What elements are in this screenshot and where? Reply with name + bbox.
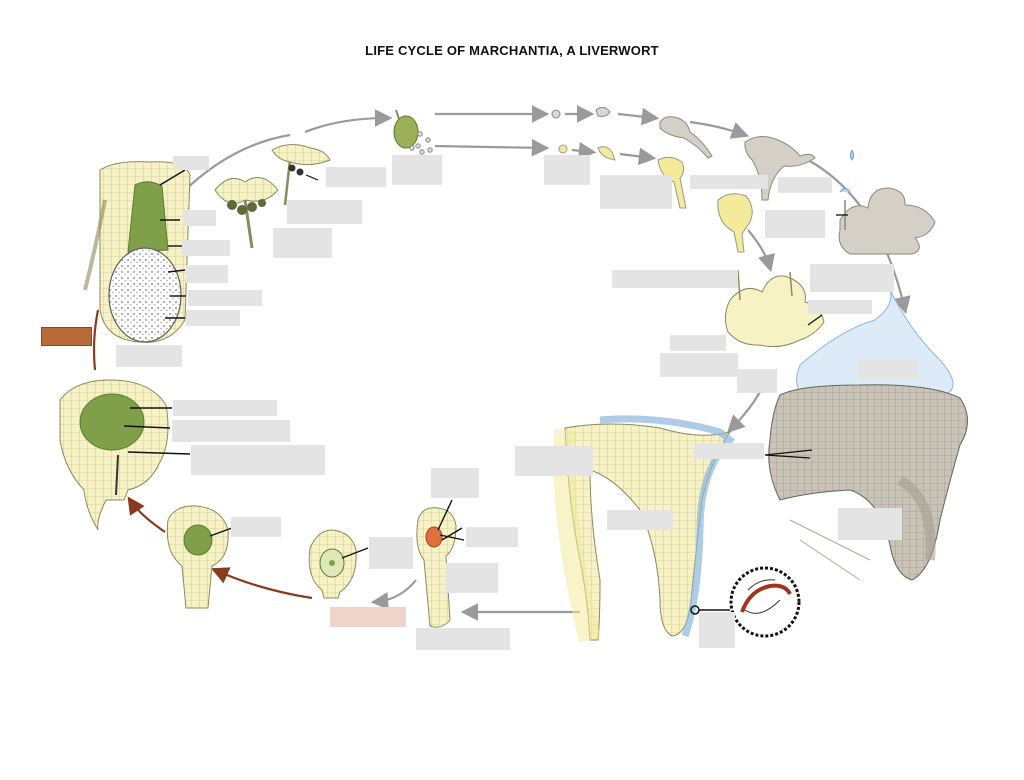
arrow-germ-4	[571, 141, 597, 160]
arrow-brown-1	[210, 567, 313, 600]
arrow-young-down	[747, 229, 775, 273]
label-box[interactable]	[172, 420, 290, 442]
sporophyte-with-capsule	[83, 161, 191, 343]
label-box[interactable]	[810, 264, 894, 292]
label-box[interactable]	[231, 517, 281, 537]
label-box[interactable]	[808, 300, 872, 314]
label-box[interactable]	[431, 468, 479, 498]
germinating-spores	[551, 106, 616, 161]
label-box[interactable]	[182, 240, 230, 256]
sperm	[729, 566, 801, 638]
label-box[interactable]	[392, 155, 442, 185]
label-box[interactable]	[273, 228, 332, 258]
spore-release	[393, 109, 433, 155]
label-box[interactable]	[612, 270, 738, 288]
label-box[interactable]	[694, 443, 764, 459]
label-box[interactable]	[670, 335, 726, 351]
label-box[interactable]	[690, 175, 768, 189]
arrow-germ-2	[617, 107, 660, 126]
archegonium-with-zygote	[416, 499, 465, 628]
label-box[interactable]	[765, 210, 825, 238]
arrow-top-outer	[304, 109, 393, 134]
label-box-highlighted[interactable]	[41, 327, 92, 346]
label-box[interactable]	[699, 612, 735, 648]
label-box[interactable]	[326, 167, 386, 187]
label-box[interactable]	[191, 445, 325, 475]
label-box[interactable]	[858, 360, 918, 380]
embryo-stages	[59, 379, 369, 609]
arrow-brown-3	[92, 309, 100, 371]
arrow-bottom-2	[370, 579, 417, 610]
label-box[interactable]	[607, 510, 673, 530]
arrow-germ-3	[689, 120, 750, 139]
arrow-brown-2	[127, 496, 166, 533]
label-box[interactable]	[544, 155, 590, 185]
label-box[interactable]	[116, 345, 182, 367]
label-box[interactable]	[515, 446, 593, 476]
label-box[interactable]	[369, 537, 413, 569]
archegoniophore	[214, 144, 331, 249]
label-box[interactable]	[173, 400, 277, 416]
arrow-germ-5	[619, 147, 657, 166]
label-box[interactable]	[186, 265, 228, 283]
label-box[interactable]	[173, 156, 209, 170]
page-title: LIFE CYCLE OF MARCHANTIA, A LIVERWORT	[365, 43, 659, 58]
label-box[interactable]	[660, 353, 738, 377]
gemma-cup-thallus	[836, 149, 936, 255]
label-box[interactable]	[466, 527, 518, 547]
label-box[interactable]	[600, 175, 672, 209]
young-gametophytes	[724, 269, 825, 348]
label-box[interactable]	[186, 310, 240, 326]
label-box[interactable]	[188, 290, 262, 306]
label-box[interactable]	[737, 369, 777, 393]
label-box[interactable]	[416, 628, 510, 650]
label-box[interactable]	[287, 200, 362, 224]
arrow-left-top	[179, 133, 291, 196]
arrow-top-spores-2	[434, 138, 550, 157]
label-box-pink[interactable]	[330, 607, 406, 627]
label-box[interactable]	[838, 508, 902, 540]
label-box[interactable]	[446, 563, 498, 593]
label-box[interactable]	[183, 210, 216, 226]
label-box[interactable]	[778, 177, 832, 193]
